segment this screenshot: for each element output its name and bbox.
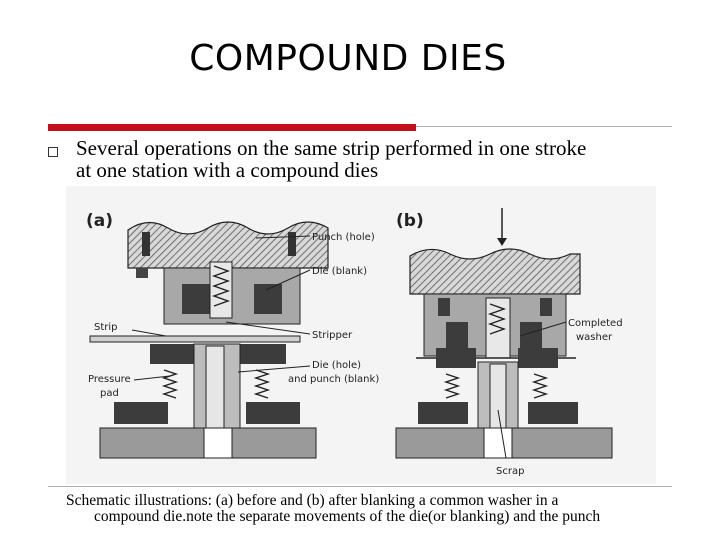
caption-line-2: compound die.note the separate movements… (94, 508, 601, 525)
bullet-line-1: Several operations on the same strip per… (76, 136, 587, 160)
label-scrap: Scrap (496, 466, 524, 477)
label-pressure: Pressure (88, 374, 131, 385)
slide-title: COMPOUND DIES (189, 38, 507, 79)
label-stripper: Stripper (312, 330, 353, 341)
label-strip: Strip (94, 322, 118, 333)
label-and-punch-blank: and punch (blank) (288, 374, 379, 385)
label-die-hole: Die (hole) (312, 360, 361, 371)
caption-divider (48, 486, 672, 487)
label-completed: Completed (568, 318, 623, 329)
label-pad: pad (100, 388, 119, 399)
compound-die-figure: (a) (b) Punch (hole) Die (blank) Strip S… (66, 186, 656, 484)
panel-b-label: (b) (396, 211, 424, 231)
panel-a-label: (a) (86, 211, 113, 231)
caption-line-1: Schematic illustrations: (a) before and … (66, 492, 559, 509)
panel-a-drawing (89, 221, 329, 459)
compound-die-diagram: (a) (b) Punch (hole) Die (blank) Strip S… (66, 186, 656, 484)
square-bullet-icon (48, 147, 58, 157)
label-washer: washer (576, 332, 613, 343)
label-punch-hole: Punch (hole) (312, 232, 375, 243)
label-die-blank: Die (blank) (312, 266, 367, 277)
figure-caption: Schematic illustrations: (a) before and … (66, 493, 706, 525)
bullet-text: Several operations on the same strip per… (76, 137, 676, 181)
title-accent-bar (48, 124, 416, 131)
panel-b-drawing (395, 208, 613, 459)
bullet-line-2: at one station with a compound dies (76, 158, 379, 182)
